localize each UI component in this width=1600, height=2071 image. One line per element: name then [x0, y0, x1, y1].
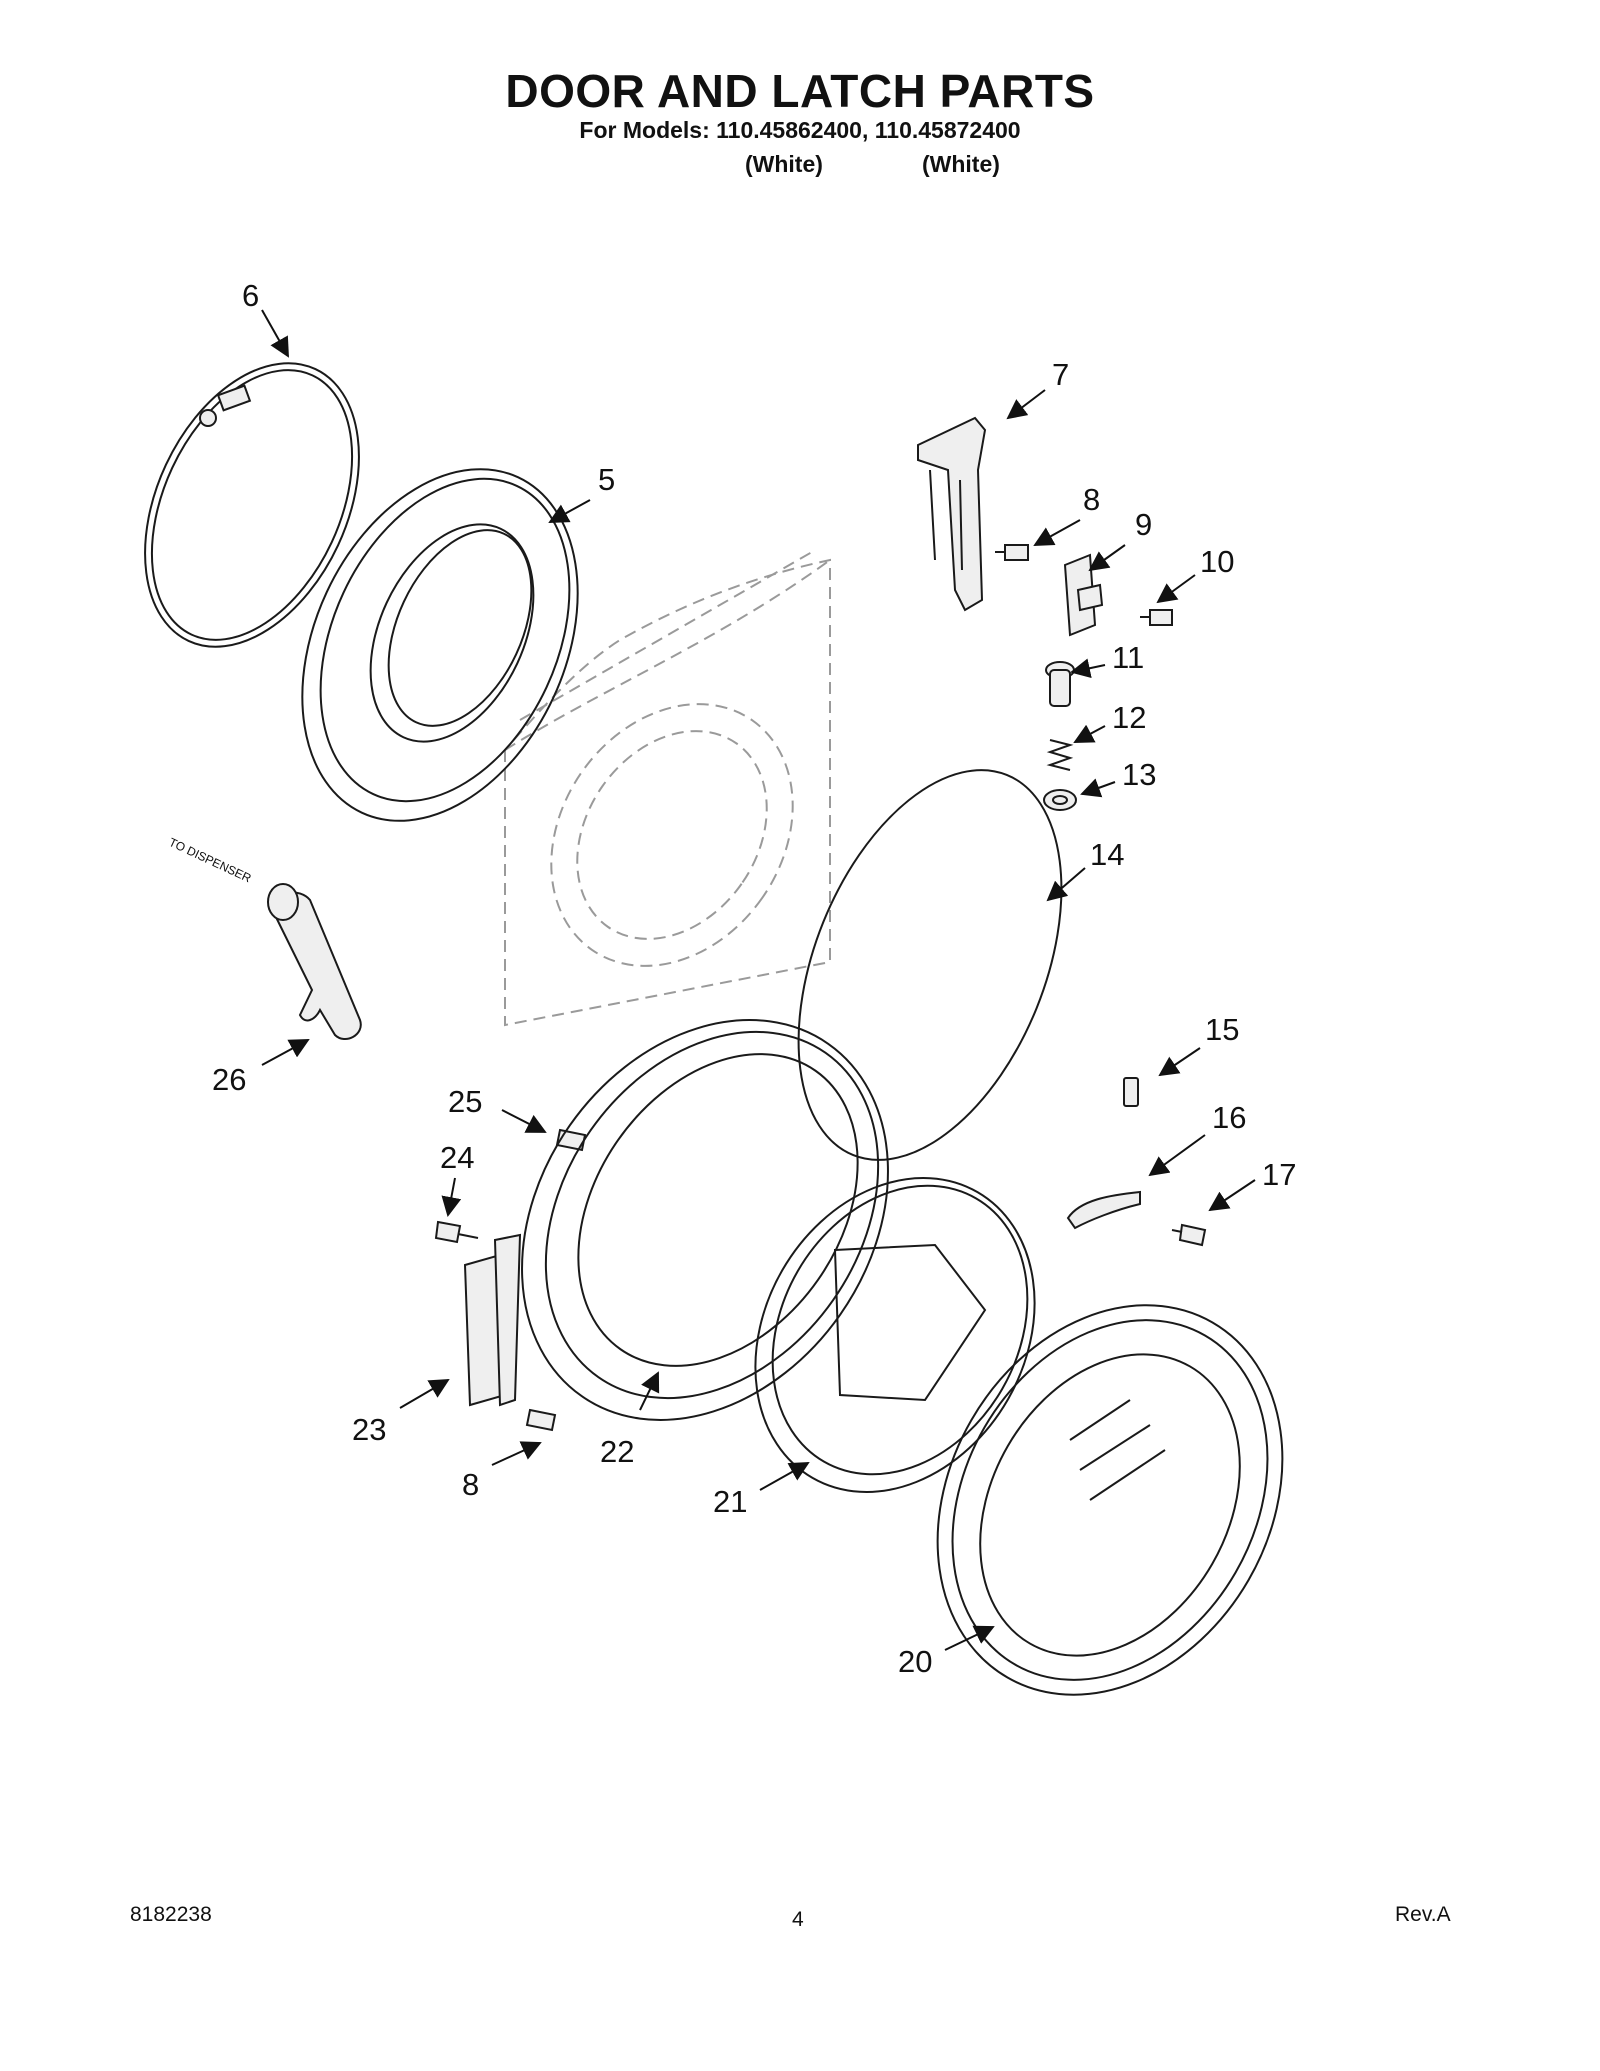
callout-10: 10: [1200, 544, 1234, 579]
part-13-washer: [1043, 789, 1077, 811]
callout-8-lower: 8: [462, 1467, 479, 1502]
document-number: 8182238: [130, 1903, 212, 1926]
part-23-hinge: [463, 1233, 522, 1407]
part-10-screw: [1140, 609, 1173, 626]
part-9-strike: [1063, 553, 1104, 637]
callout-26: 26: [212, 1062, 246, 1097]
leader-arrows: [261, 309, 1256, 1651]
part-21-door-glass: [754, 1177, 1036, 1493]
part-24-screw: [434, 1220, 479, 1244]
model-color-1: (White): [745, 151, 823, 177]
callout-25: 25: [448, 1084, 482, 1119]
models-line: For Models: 110.45862400, 110.45872400: [579, 117, 1021, 143]
page-number: 4: [792, 1908, 804, 1931]
part-5-gasket: [301, 468, 579, 822]
part-15-clip: [1123, 1077, 1139, 1107]
callout-20: 20: [898, 1644, 932, 1679]
part-8-screw-lower: [525, 1408, 557, 1432]
callout-15: 15: [1205, 1012, 1239, 1047]
callout-labels: 6 5 7 8 9 10 11 12 13 14 26 15 25 16 24 …: [212, 278, 1296, 1679]
callout-9: 9: [1135, 507, 1152, 542]
part-26-hose: [267, 883, 362, 1040]
part-14-seal: [797, 769, 1063, 1161]
part-22-inner-frame: [521, 1019, 889, 1421]
part-20-outer-door: [936, 1304, 1284, 1696]
callout-11: 11: [1112, 640, 1144, 675]
callout-17: 17: [1262, 1157, 1296, 1192]
callout-7: 7: [1052, 357, 1069, 392]
callout-16: 16: [1212, 1100, 1246, 1135]
callout-8-upper: 8: [1083, 482, 1100, 517]
revision-label: Rev.A: [1395, 1903, 1451, 1926]
callout-14: 14: [1090, 837, 1124, 872]
callout-24: 24: [440, 1140, 474, 1175]
part-6-clamp: [144, 362, 360, 648]
to-dispenser-note: TO DISPENSER: [167, 835, 254, 885]
page-title: DOOR AND LATCH PARTS: [505, 65, 1095, 117]
model-color-2: (White): [922, 151, 1000, 177]
part-12-spring: [1046, 739, 1074, 771]
part-17-screw: [1171, 1223, 1207, 1247]
callout-13: 13: [1122, 757, 1156, 792]
part-7-latch-bracket: [917, 416, 987, 612]
callout-23: 23: [352, 1412, 386, 1447]
part-11-plunger: [1045, 661, 1075, 707]
callout-22: 22: [600, 1434, 634, 1469]
part-8-screw-upper: [995, 544, 1029, 561]
callout-21: 21: [713, 1484, 747, 1519]
callout-12: 12: [1112, 700, 1146, 735]
part-16-hinge-plate: [1066, 1190, 1141, 1230]
callout-6: 6: [242, 278, 259, 313]
callout-5: 5: [598, 462, 615, 497]
cabinet-front-phantom: [504, 551, 831, 1027]
